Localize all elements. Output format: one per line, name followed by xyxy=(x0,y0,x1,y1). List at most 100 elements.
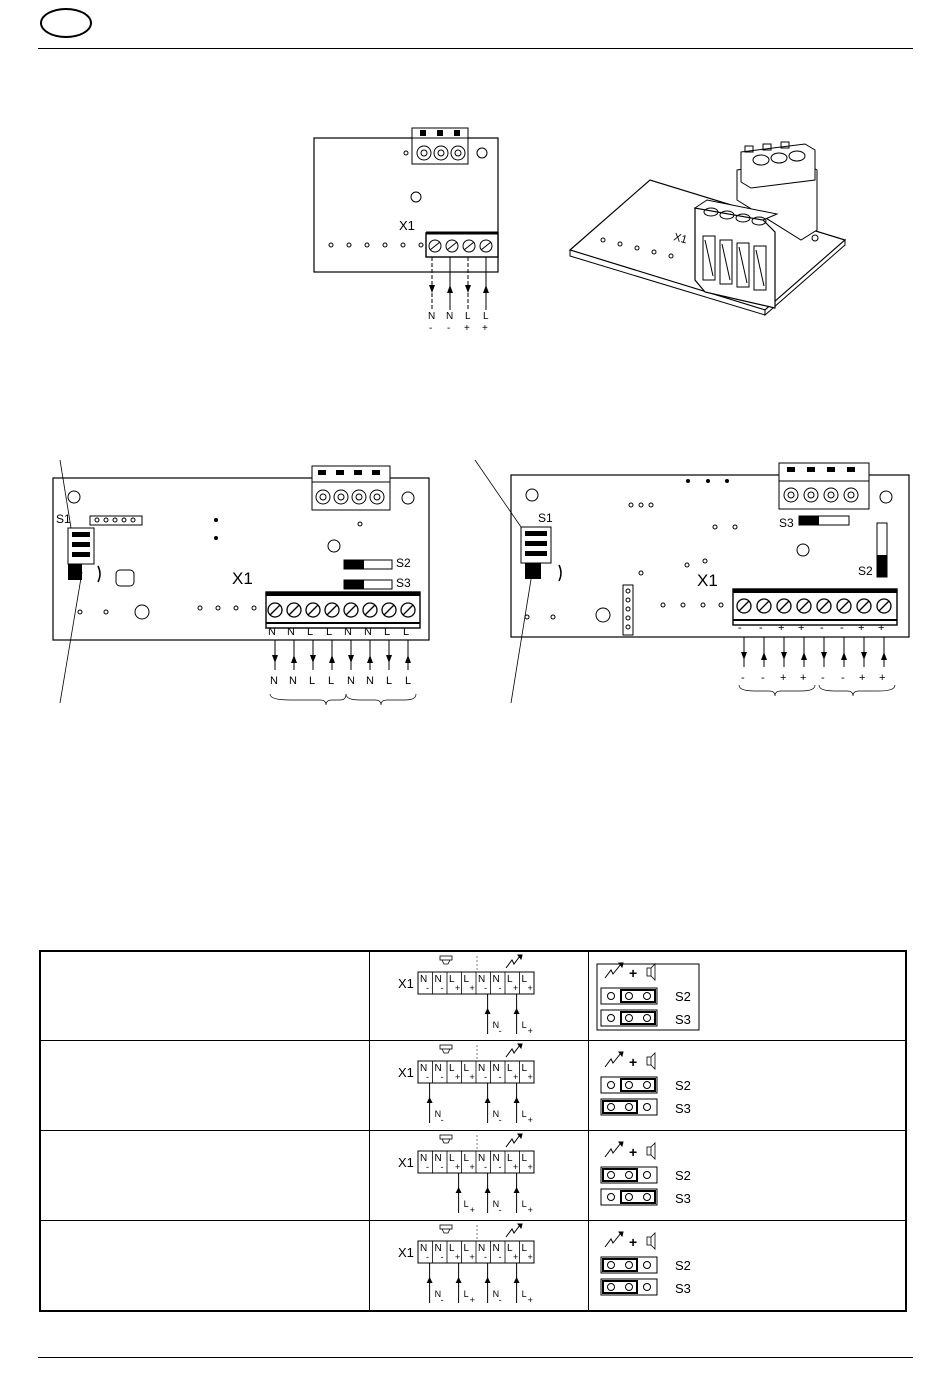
fig1-sign-2: - xyxy=(447,323,451,334)
language-badge xyxy=(40,8,92,38)
wire-sign: + xyxy=(470,1295,475,1305)
fig2r-x1-label: X1 xyxy=(697,571,718,590)
terminal-sign: - xyxy=(441,1162,444,1172)
wire-arrow xyxy=(513,1008,520,1014)
fig2r-wire-1: - xyxy=(741,672,745,684)
terminal-sign: + xyxy=(455,1162,460,1172)
wire-sign: - xyxy=(499,1026,502,1036)
config-description-cell xyxy=(39,1220,370,1311)
fig2r-term-3: + xyxy=(778,622,785,634)
fig2r-wire-5: - xyxy=(821,672,825,684)
jumper-s2-label: S2 xyxy=(675,1168,691,1183)
terminal-sign: + xyxy=(455,1072,460,1082)
fig1-iso-x1-label: X1 xyxy=(672,231,688,246)
wire-letter: N xyxy=(493,1289,500,1299)
terminal-wiring-diagram: N-N-L+L+N-N-L+L+X1N-L+N-L+ xyxy=(398,1223,535,1305)
terminal-letter: L xyxy=(449,1063,455,1074)
terminal-sign: - xyxy=(426,983,429,993)
terminal-sign: + xyxy=(528,1252,533,1262)
terminal-sign: - xyxy=(441,1072,444,1082)
terminal-sign: + xyxy=(470,1072,475,1082)
x1-label: X1 xyxy=(398,1065,414,1080)
terminal-sign: + xyxy=(455,1252,460,1262)
terminal-letter: N xyxy=(478,1243,485,1254)
x1-label: X1 xyxy=(398,1245,414,1260)
speaker-icon xyxy=(646,1142,656,1160)
terminal-letter: N xyxy=(435,974,442,985)
terminal-wiring-diagram: N-N-L+L+N-N-L+L+X1L+N-L+ xyxy=(398,1133,535,1215)
wire-sign: - xyxy=(441,1115,444,1125)
fig2l-term-5: N xyxy=(344,626,352,638)
wire-letter: N xyxy=(435,1109,442,1119)
figure-2-right-board xyxy=(474,459,910,704)
terminal-sign: + xyxy=(470,983,475,993)
terminal-sign: + xyxy=(455,983,460,993)
wire-sign: + xyxy=(528,1026,533,1036)
terminal-sign: - xyxy=(499,983,502,993)
terminal-letter: N xyxy=(493,1153,500,1164)
terminal-letter: L xyxy=(449,1153,455,1164)
wire-arrow xyxy=(484,1097,491,1103)
wire-sign: + xyxy=(528,1295,533,1305)
speaker-icon xyxy=(439,955,453,965)
wire-arrow xyxy=(426,1097,433,1103)
figure-1-board-diagram xyxy=(313,127,499,310)
terminal-sign: - xyxy=(441,1252,444,1262)
terminal-letter: L xyxy=(507,974,513,985)
fig2r-term-7: + xyxy=(858,622,865,634)
fig1-label-l2: L xyxy=(483,311,489,322)
wire-sign: + xyxy=(528,1115,533,1125)
wire-arrow xyxy=(484,1277,491,1283)
wire-sign: + xyxy=(470,1205,475,1215)
fig1-sign-3: + xyxy=(464,323,470,334)
jumper-s2-label: S2 xyxy=(675,1258,691,1273)
terminal-letter: N xyxy=(435,1243,442,1254)
wire-sign: - xyxy=(499,1115,502,1125)
terminal-letter: L xyxy=(449,1243,455,1254)
speaker-icon xyxy=(646,963,656,981)
wire-letter: N xyxy=(493,1199,500,1209)
wire-arrow xyxy=(513,1277,520,1283)
fig2l-wire-7: L xyxy=(386,675,393,687)
signal-icon xyxy=(505,1223,523,1238)
terminal-letter: L xyxy=(507,1243,513,1254)
fig2r-term-1: - xyxy=(738,622,742,634)
x1-label: X1 xyxy=(398,976,414,991)
plus-sign: + xyxy=(629,1144,637,1160)
speaker-icon xyxy=(439,1134,453,1144)
plus-sign: + xyxy=(629,1234,637,1250)
fig2r-term-2: - xyxy=(759,622,763,634)
terminal-letter: N xyxy=(420,1243,427,1254)
fig1-sign-1: - xyxy=(429,323,433,334)
fig2r-wire-8: + xyxy=(879,672,886,684)
terminal-letter: N xyxy=(493,1243,500,1254)
wire-letter: L xyxy=(522,1199,527,1209)
jumper-s3-label: S3 xyxy=(675,1281,691,1296)
terminal-sign: + xyxy=(513,1162,518,1172)
fig2l-wire-4: L xyxy=(328,675,335,687)
fig2r-wire-6: - xyxy=(841,672,845,684)
jumper-s3-label: S3 xyxy=(675,1012,691,1027)
terminal-letter: N xyxy=(420,1063,427,1074)
fig2l-term-6: N xyxy=(364,626,372,638)
plus-sign: + xyxy=(629,965,637,981)
jumper-s3-label: S3 xyxy=(675,1191,691,1206)
terminal-letter: L xyxy=(464,1243,470,1254)
fig2l-term-1: N xyxy=(268,626,276,638)
signal-icon xyxy=(604,1051,624,1068)
fig2r-wire-labels: - - + + - - + + xyxy=(741,673,901,687)
fig1-label-n1: N xyxy=(428,311,436,322)
fig2l-term-4: L xyxy=(326,626,333,638)
terminal-sign: + xyxy=(528,1162,533,1172)
